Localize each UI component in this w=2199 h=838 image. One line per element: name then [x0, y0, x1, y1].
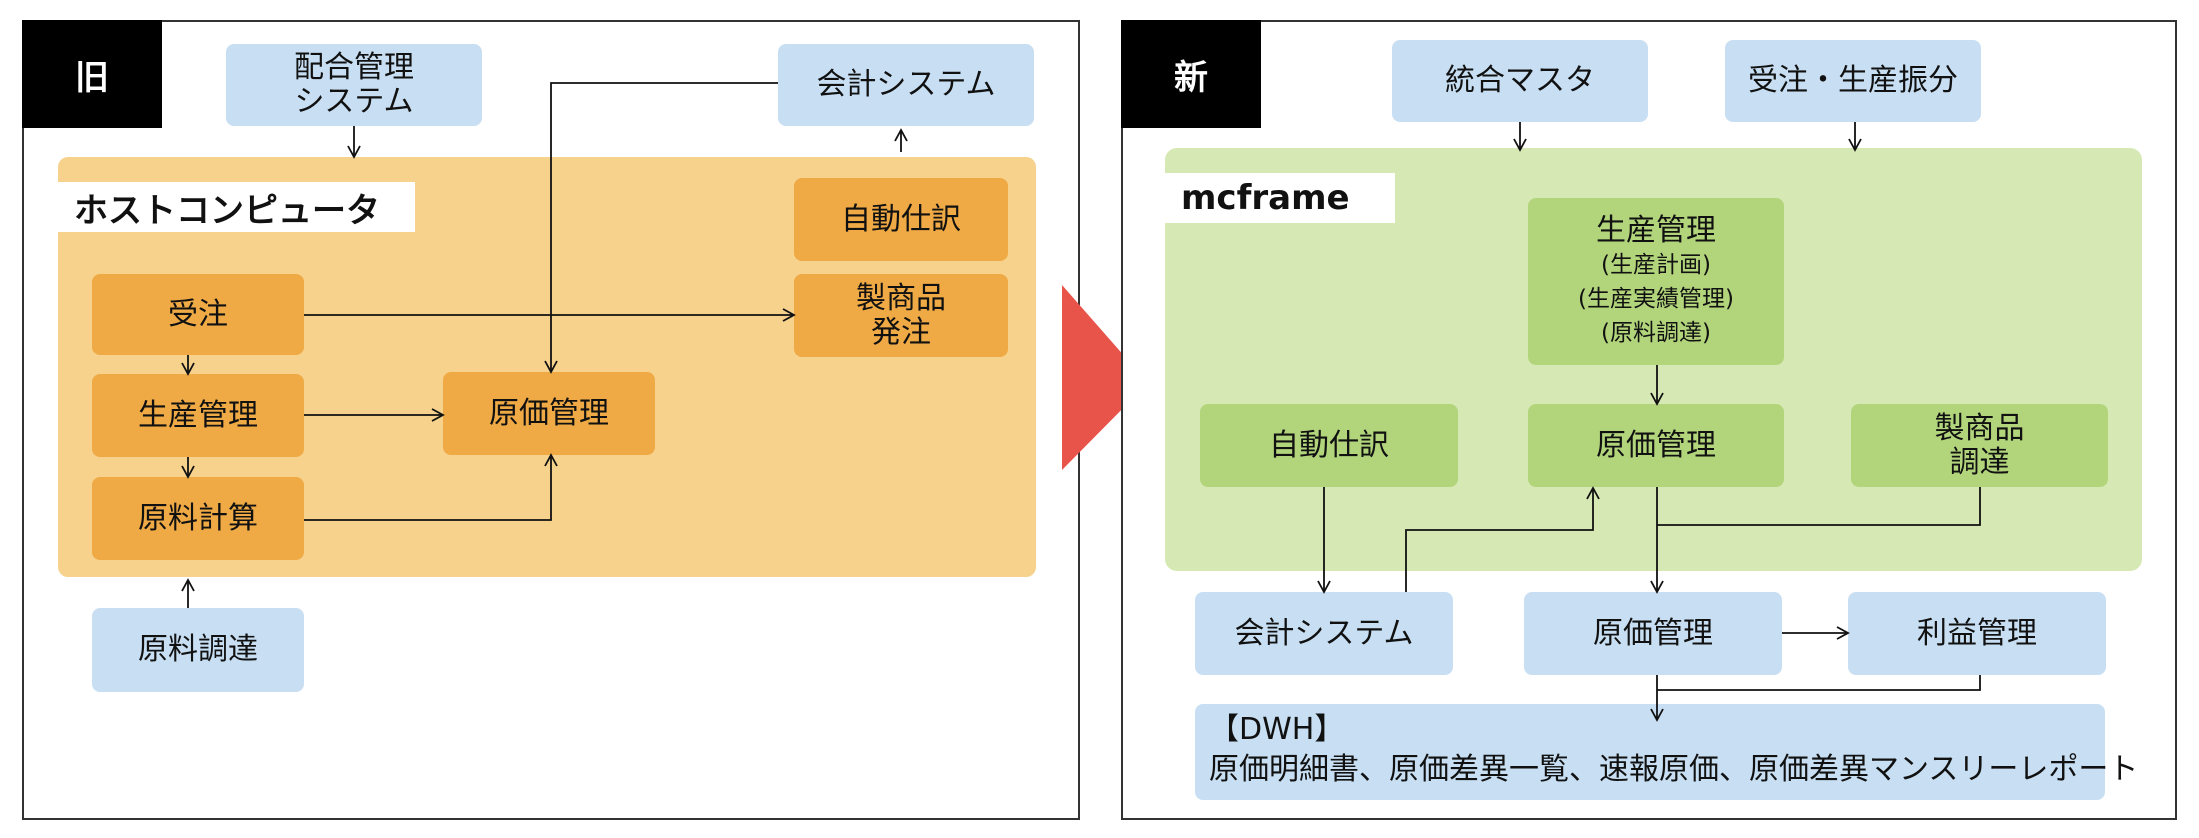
new-dwh-text: 原価明細書、原価差異一覧、速報原価、原価差異マンスリーレポート: [1209, 752, 2139, 787]
new-tag: 新: [1121, 20, 1261, 128]
new-seisan-kanri-line-1: (生産計画): [1601, 251, 1711, 278]
new-seisan-kanri: 生産管理 (生産計画) (生産実績管理) (原料調達): [1528, 198, 1784, 365]
new-togo-master: 統合マスタ: [1392, 40, 1648, 122]
new-jido-shiwake: 自動仕訳: [1200, 404, 1458, 487]
new-dwh-title: 【DWH】: [1209, 712, 1345, 747]
new-dwh: 【DWH】 原価明細書、原価差異一覧、速報原価、原価差異マンスリーレポート: [1195, 704, 2139, 800]
old-seishohin-hacchu: 製商品 発注: [794, 274, 1008, 357]
old-kaikei-system: 会計システム: [778, 44, 1034, 126]
new-kaikei-system: 会計システム: [1195, 592, 1453, 675]
new-seisan-kanri-line-3: (原料調達): [1601, 319, 1711, 346]
old-tag: 旧: [22, 20, 162, 128]
old-haigo-system: 配合管理 システム: [226, 44, 482, 126]
old-seisan-kanri: 生産管理: [92, 374, 304, 457]
old-genryo-chotatsu: 原料調達: [92, 608, 304, 692]
new-rieki-kanri: 利益管理: [1848, 592, 2106, 675]
new-genka-kanri-dwh: 原価管理: [1524, 592, 1782, 675]
host-computer-label: ホストコンピュータ: [58, 182, 415, 232]
new-seisan-kanri-line-2: (生産実績管理): [1578, 285, 1734, 312]
new-juchu-seisan-haibun: 受注・生産振分: [1725, 40, 1981, 122]
new-seishohin-chotatsu: 製商品 調達: [1851, 404, 2108, 487]
old-juchu: 受注: [92, 274, 304, 355]
new-seisan-kanri-title: 生産管理: [1596, 212, 1716, 248]
old-genryo-keisan: 原料計算: [92, 477, 304, 560]
new-genka-kanri: 原価管理: [1528, 404, 1784, 487]
old-genka-kanri: 原価管理: [443, 372, 655, 455]
old-jido-shiwake: 自動仕訳: [794, 178, 1008, 261]
mcframe-label: mcframe: [1165, 173, 1395, 223]
